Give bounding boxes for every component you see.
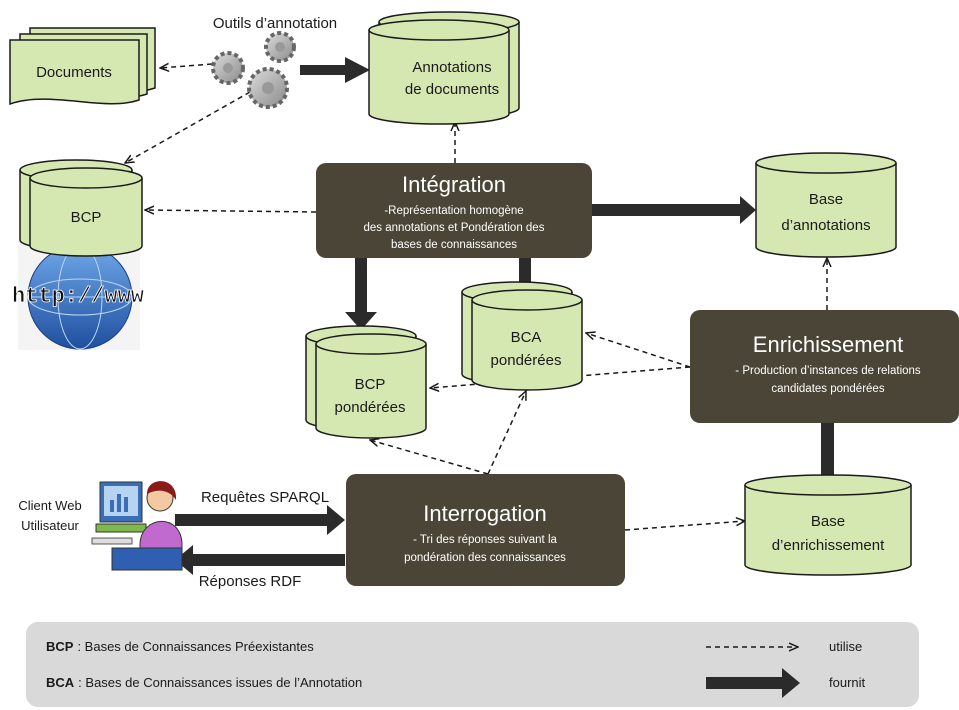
requests-thick-arrow bbox=[175, 505, 345, 535]
web-globe-text: http://www bbox=[12, 284, 145, 309]
tools-to-documents-arrow bbox=[160, 64, 213, 68]
bcp-label: BCP bbox=[71, 209, 102, 226]
legend-bca-def: : Bases de Connaissances issues de l’Ann… bbox=[78, 675, 362, 690]
client-label-1: Client Web bbox=[18, 498, 81, 513]
responses-thick-arrow bbox=[175, 545, 345, 575]
integration-title: Intégration bbox=[402, 172, 506, 197]
responses-label: Réponses RDF bbox=[199, 573, 302, 590]
interrogation-box: Interrogation - Tri des réponses suivant… bbox=[346, 474, 625, 586]
base-enrichment-line-2: d’enrichissement bbox=[772, 537, 885, 554]
legend-thick-arrow bbox=[706, 668, 800, 698]
requests-label: Requêtes SPARQL bbox=[201, 489, 329, 506]
tools-to-annotations-thick-arrow bbox=[300, 57, 370, 83]
gears-icon bbox=[211, 31, 296, 109]
bcp-weighted-line-2: pondérées bbox=[335, 399, 406, 416]
legend-bcp-abbr: BCP bbox=[46, 639, 74, 654]
enrichment-line-2: candidates pondérées bbox=[771, 383, 884, 395]
legend-bcp: BCP: Bases de Connaissances Préexistante… bbox=[46, 639, 314, 654]
interrogation-title: Interrogation bbox=[423, 501, 547, 526]
tools-to-bcp-arrow bbox=[125, 91, 251, 163]
client-label-2: Utilisateur bbox=[21, 518, 79, 533]
bca-weighted-db: BCA pondérées bbox=[461, 281, 583, 391]
enrichment-box: Enrichissement - Production d’instances … bbox=[690, 310, 959, 423]
base-annotations-line-2: d’annotations bbox=[781, 217, 870, 234]
legend-bcp-def: : Bases de Connaissances Préexistantes bbox=[77, 639, 314, 654]
web-client-user-icon bbox=[91, 481, 183, 571]
documents-node: Documents bbox=[9, 27, 156, 106]
base-annotations-line-1: Base bbox=[809, 191, 843, 208]
documents-label: Documents bbox=[36, 64, 112, 81]
legend: BCP: Bases de Connaissances Préexistante… bbox=[26, 622, 919, 707]
web-globe-icon: http://www bbox=[12, 240, 145, 350]
base-enrichment-line-1: Base bbox=[811, 513, 845, 530]
interrogation-to-bcp-weighted-arrow bbox=[370, 440, 489, 475]
integration-line-3: bases de connaissances bbox=[391, 239, 517, 251]
interrogation-to-base-enrichment-arrow bbox=[624, 521, 745, 531]
annotations-line-2: de documents bbox=[405, 81, 499, 98]
tools-label: Outils d’annotation bbox=[213, 15, 337, 32]
legend-uses: utilise bbox=[829, 639, 862, 654]
legend-bca: BCA: Bases de Connaissances issues de l’… bbox=[46, 675, 362, 690]
enrichment-to-bca-arrow bbox=[586, 333, 691, 368]
integration-to-bcp-weighted-thick-arrow bbox=[345, 258, 377, 330]
legend-provides: fournit bbox=[829, 675, 866, 690]
bcp-weighted-line-1: BCP bbox=[355, 376, 386, 393]
integration-to-base-annotations-thick-arrow bbox=[592, 196, 756, 224]
integration-to-bcp-arrow bbox=[145, 210, 317, 212]
bcp-weighted-db: BCP pondérées bbox=[305, 325, 427, 439]
annotations-documents-db: Annotations de documents bbox=[368, 11, 520, 125]
interrogation-to-bca-arrow bbox=[487, 391, 526, 475]
bcp-db: BCP bbox=[19, 159, 143, 257]
bca-weighted-line-1: BCA bbox=[511, 329, 542, 346]
legend-bca-abbr: BCA bbox=[46, 675, 75, 690]
integration-line-2: des annotations et Pondération des bbox=[364, 222, 545, 234]
enrichment-title: Enrichissement bbox=[753, 332, 903, 357]
base-enrichment-db: Base d’enrichissement bbox=[744, 474, 912, 576]
interrogation-line-1: - Tri des réponses suivant la bbox=[413, 534, 557, 546]
integration-box: Intégration -Représentation homogène des… bbox=[316, 163, 592, 258]
base-annotations-db: Base d’annotations bbox=[755, 152, 897, 258]
interrogation-line-2: pondération des connaissances bbox=[404, 552, 566, 564]
annotations-line-1: Annotations bbox=[412, 59, 491, 76]
integration-line-1: -Représentation homogène bbox=[384, 205, 523, 217]
enrichment-line-1: - Production d’instances de relations bbox=[735, 365, 921, 377]
bca-weighted-line-2: pondérées bbox=[491, 352, 562, 369]
